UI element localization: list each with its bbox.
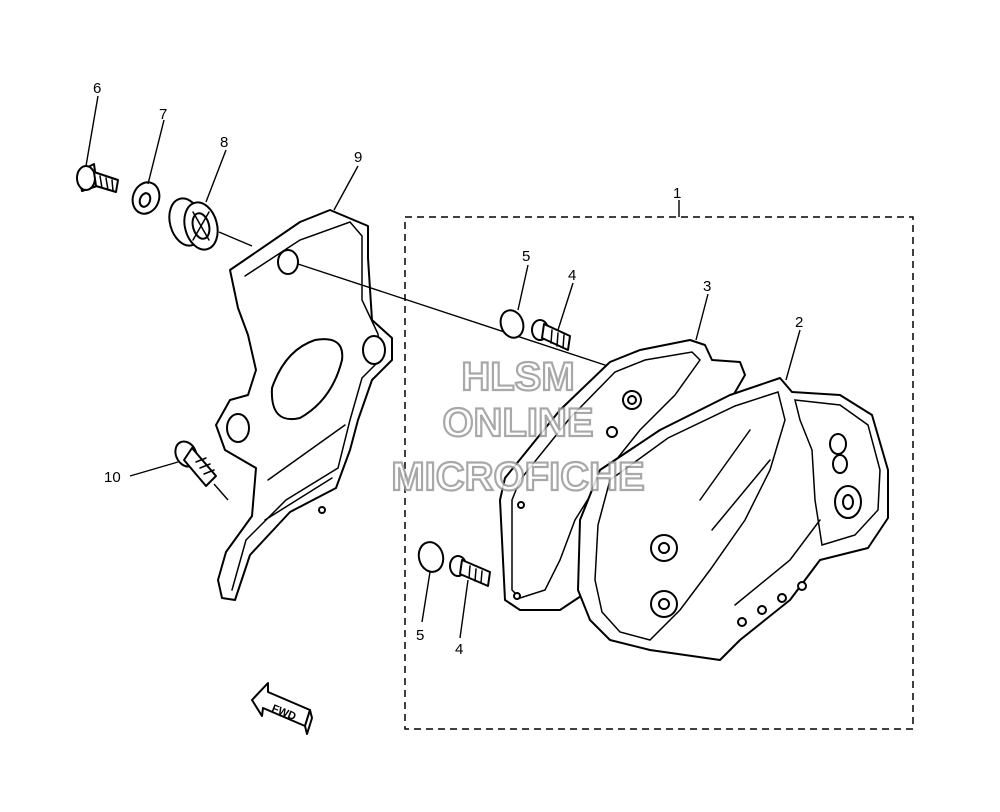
callout-8: 8 (220, 134, 228, 151)
part-4-screw-upper[interactable] (531, 319, 571, 351)
leader-9-to-assembly (297, 263, 621, 371)
watermark-line-1: HLSM (461, 355, 574, 399)
leader-10 (129, 461, 179, 477)
callout-4-upper: 4 (568, 267, 576, 284)
part-5-cap-lower[interactable] (416, 539, 447, 574)
watermark: HLSM ONLINE MICROFICHE (390, 354, 646, 500)
leader-8 (205, 149, 227, 203)
callout-4-lower: 4 (455, 641, 463, 658)
part-9-bracket[interactable] (215, 209, 393, 601)
callout-6: 6 (93, 80, 101, 97)
leader-5-lower (421, 571, 431, 623)
assembly-outline (404, 200, 914, 730)
leader-10-extension (213, 483, 229, 501)
callout-labels: 6 7 8 9 1 5 4 3 2 10 5 4 (93, 80, 803, 658)
callout-10: 10 (104, 469, 121, 486)
part-10-bolt[interactable] (171, 438, 217, 487)
leader-6 (85, 95, 99, 167)
callout-5-lower: 5 (416, 627, 424, 644)
forward-arrow-icon: FWD (251, 682, 313, 735)
leader-4-upper (557, 282, 574, 331)
callout-3: 3 (703, 278, 711, 295)
watermark-line-2: ONLINE (442, 401, 593, 445)
callout-7: 7 (159, 106, 167, 123)
callout-2: 2 (795, 314, 803, 331)
leader-4-lower (459, 579, 469, 639)
watermark-line-3: MICROFICHE (391, 455, 644, 499)
leader-3 (695, 293, 709, 341)
leader-2 (785, 329, 801, 381)
part-8-grommet[interactable] (164, 195, 222, 254)
part-5-cap-upper[interactable] (497, 307, 527, 341)
leader-7 (147, 119, 165, 185)
assembly-dashed-box (404, 216, 914, 730)
callout-5-upper: 5 (522, 248, 530, 265)
leader-lines (85, 95, 801, 639)
leader-8-to-9 (218, 231, 253, 247)
callout-9: 9 (354, 149, 362, 166)
leader-9 (333, 165, 359, 211)
part-4-screw-lower[interactable] (449, 555, 491, 587)
part-2-cover[interactable] (577, 377, 889, 661)
callout-1: 1 (673, 185, 681, 202)
part-6-bolt[interactable] (76, 163, 119, 193)
part-7-washer[interactable] (128, 179, 163, 218)
leader-5-upper (517, 264, 529, 311)
